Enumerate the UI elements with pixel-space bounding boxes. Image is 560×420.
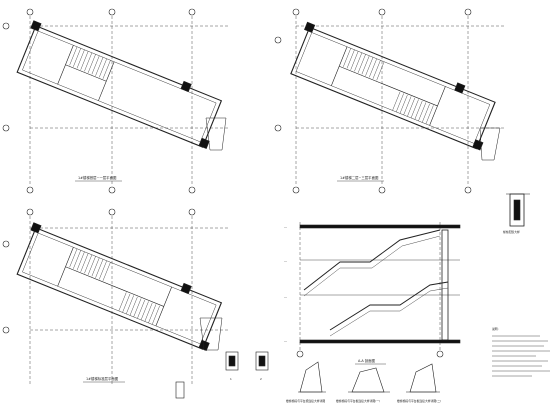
section-detail-1: [298, 361, 326, 393]
plan-top-right-caption: 1#楼梯二层~三层平面图: [340, 175, 379, 180]
svg-text:---: ---: [284, 225, 287, 229]
section-a-a: --- --- --- ---: [284, 222, 461, 358]
plan-bottom-left: [2, 208, 230, 385]
section-detail-2: [348, 367, 390, 393]
svg-text:---: ---: [284, 339, 287, 343]
section-detail-3: [406, 363, 440, 393]
section-a-a-caption: A-A 剖面图: [358, 358, 376, 363]
detail-2-caption: 2: [260, 377, 262, 381]
side-detail: [506, 193, 530, 227]
plan-top-left-caption: 1#楼梯首层~一层平面图: [78, 175, 117, 180]
notes-title: 说明:: [492, 327, 499, 331]
section-detail-1-caption: 楼梯梯段与平台梁连接大样详图: [286, 399, 325, 403]
notes-block: 说明:: [492, 327, 550, 377]
plan-top-right: [274, 8, 505, 194]
detail-1: [175, 351, 239, 399]
section-detail-3-caption: 楼梯梯段与平台板连接大样详图(二): [397, 399, 441, 403]
plan-top-left: [2, 8, 230, 194]
side-detail-caption: 梯柱配筋大样: [503, 230, 520, 234]
svg-text:---: ---: [284, 259, 287, 263]
svg-text:---: ---: [284, 295, 287, 299]
section-detail-2-caption: 楼梯梯段与平台板连接大样详图(一): [336, 399, 380, 403]
detail-2: [255, 351, 269, 371]
detail-1-caption: 1: [230, 377, 232, 381]
plan-bottom-left-caption: 1#楼梯标准层平面图: [86, 376, 119, 381]
